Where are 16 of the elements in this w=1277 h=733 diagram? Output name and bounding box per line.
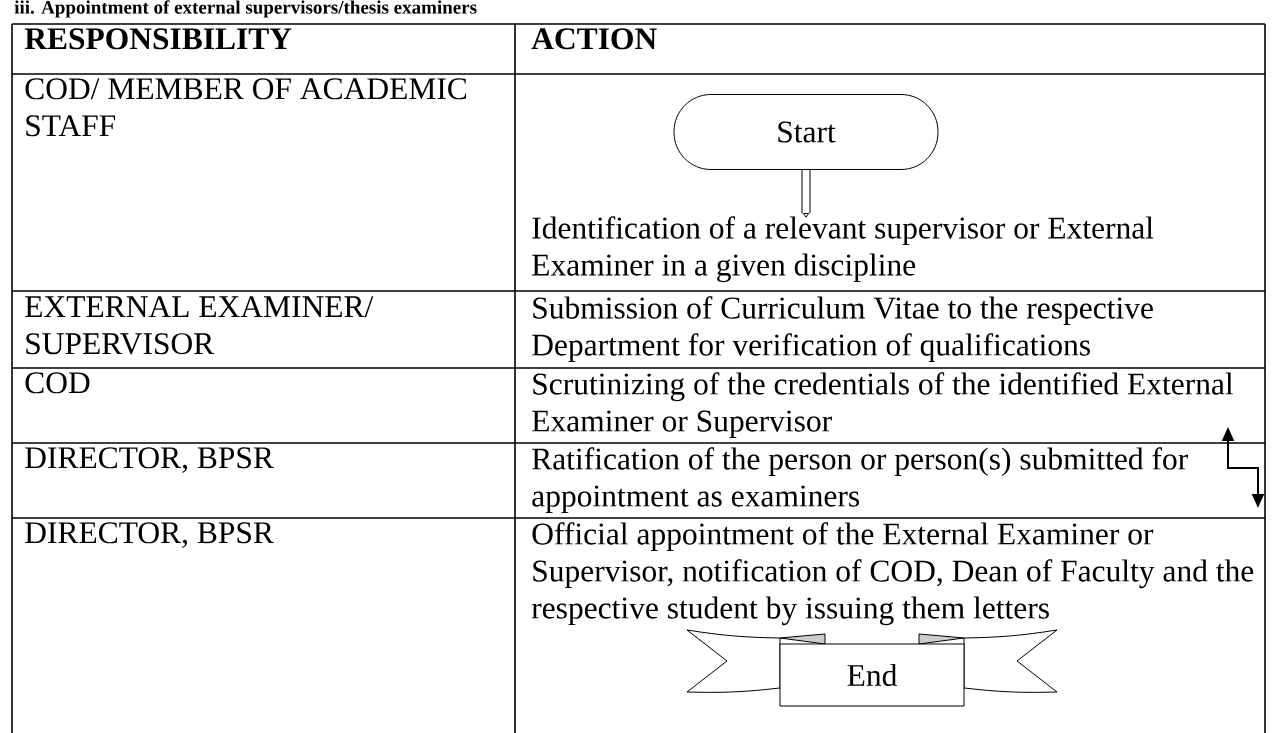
end-banner: End xyxy=(686,629,1058,707)
table-text: Ratification of the person or person(s) submitted for appointment as examiners xyxy=(532,447,1188,514)
table-text: DIRECTOR, BPSR xyxy=(25,447,274,473)
table-text: DIRECTOR, BPSR xyxy=(25,522,274,548)
table-text: Official appointment of the External Examiner or Supervisor, notification of COD, Dean of Faculty and the respective student by issuing them letters xyxy=(531,522,1254,626)
table-text: Submission of Curriculum Vitae to the respective Department for verification of qualifications xyxy=(532,296,1153,363)
table-text: EXTERNAL EXAMINER/ SUPERVISOR xyxy=(25,296,374,355)
table-text: Scrutinizing of the credentials of the identified External Examiner or Supervisor xyxy=(532,372,1234,439)
title: iii. Appointment of external supervisors/thesis examiners xyxy=(14,0,477,18)
start-terminal: Start xyxy=(673,94,939,170)
column-header: RESPONSIBILITY xyxy=(24,28,292,50)
table-text: COD/ MEMBER OF ACADEMIC STAFF xyxy=(25,78,467,137)
step-text: Identification of a relevant supervisor or External Examiner in a given discipline xyxy=(532,216,1154,283)
column-header: ACTION xyxy=(531,28,657,50)
hollow-arrow xyxy=(801,170,811,218)
table-text: COD xyxy=(25,372,90,394)
